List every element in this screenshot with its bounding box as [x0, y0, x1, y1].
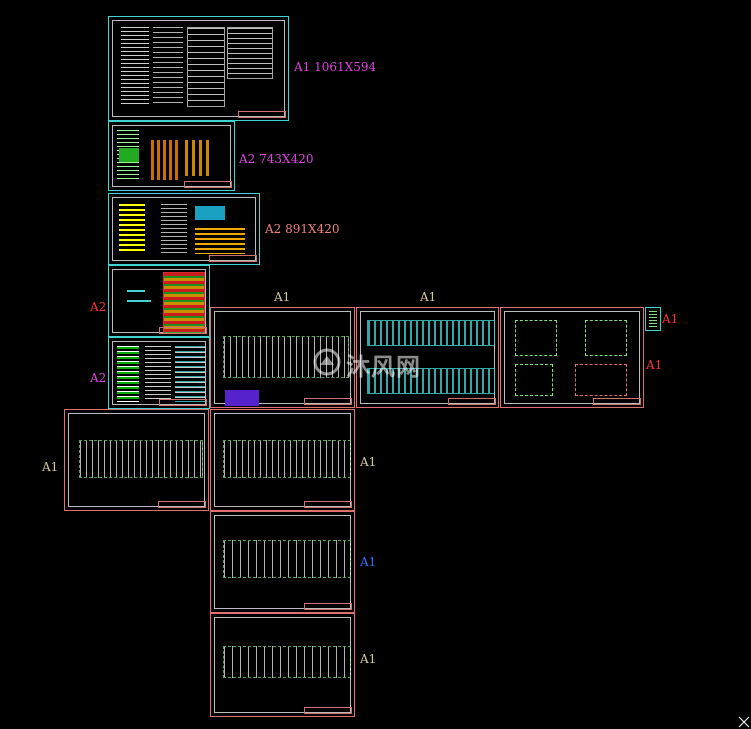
section-drawing — [585, 320, 627, 356]
title-block — [593, 398, 641, 405]
sheet-size-label: A1 — [360, 652, 377, 666]
sheet-size-label: A1 — [420, 290, 437, 304]
sheet-size-label: A2 — [90, 371, 107, 385]
sheet-inner-frame — [360, 311, 495, 404]
color-legend-block — [163, 272, 205, 334]
sheet-inner-frame — [214, 515, 351, 609]
color-legend-block — [195, 206, 225, 220]
table-block — [187, 27, 225, 107]
sheet-size-label: A2 — [90, 300, 107, 314]
sheet-inner-frame — [112, 20, 285, 117]
drawing-sheet-5[interactable] — [108, 337, 210, 409]
drawing-sheet-4[interactable] — [108, 265, 210, 337]
title-block — [209, 255, 257, 262]
drawing-sheet-6[interactable] — [210, 307, 355, 408]
sheet-size-label: A1 1061X594 — [294, 60, 377, 74]
title-block — [304, 707, 352, 714]
drawing-sheet-2[interactable] — [108, 121, 235, 191]
title-block — [184, 181, 232, 188]
sheet-size-label: A1 — [360, 455, 377, 469]
table-block — [195, 228, 245, 254]
drawing-sheet-11[interactable] — [210, 409, 355, 511]
sheet-inner-frame — [214, 413, 351, 507]
drawing-sheet-12[interactable] — [210, 511, 355, 613]
title-block — [159, 327, 207, 334]
sheet-size-label: A2 743X420 — [239, 152, 314, 166]
sheet-size-label: A2 891X420 — [265, 222, 340, 236]
title-block — [448, 398, 496, 405]
table-block — [227, 27, 273, 79]
floor-plan — [223, 540, 351, 578]
text-notes-block — [117, 346, 139, 402]
title-block — [304, 603, 352, 610]
watermark-text: 沐风网 — [346, 353, 421, 381]
legend-block — [225, 390, 259, 406]
floor-plan — [223, 646, 351, 678]
sheet-inner-frame — [68, 413, 205, 507]
sheet-inner-frame — [214, 311, 351, 406]
floor-plan — [79, 440, 203, 478]
sheet-inner-frame — [214, 617, 351, 713]
text-notes-block — [119, 204, 145, 252]
text-notes-block — [175, 346, 205, 402]
title-block — [158, 501, 206, 508]
text-notes-block — [145, 346, 171, 402]
title-block — [304, 501, 352, 508]
elevation-drawing — [367, 368, 495, 394]
elevation-drawing — [367, 320, 495, 346]
drawing-sheet-9[interactable] — [645, 307, 661, 331]
watermark-logo-icon — [313, 348, 341, 376]
sheet-inner-frame — [112, 341, 206, 405]
floor-plan — [223, 336, 349, 378]
text-notes-block — [153, 27, 183, 107]
detail-block — [151, 140, 181, 180]
sheet-inner-frame — [112, 197, 256, 261]
sheet-inner-frame — [504, 311, 640, 404]
text-notes-block — [161, 204, 187, 254]
mini-drawing — [649, 311, 657, 327]
text-notes-block — [121, 27, 149, 107]
legend-symbol — [127, 290, 145, 292]
drawing-sheet-7[interactable] — [356, 307, 499, 408]
sheet-size-label: A1 — [360, 555, 377, 569]
drawing-sheet-3[interactable] — [108, 193, 260, 265]
detail-block — [185, 140, 211, 176]
sheet-size-label: A1 — [274, 290, 291, 304]
drawing-sheet-10[interactable] — [64, 409, 209, 511]
sheet-inner-frame — [112, 125, 231, 187]
drawing-sheet-13[interactable] — [210, 613, 355, 717]
title-block — [159, 399, 207, 406]
title-block — [304, 398, 352, 405]
sheet-size-label: A1 — [42, 460, 59, 474]
watermark: 沐风网 — [312, 345, 462, 381]
drawing-sheet-1[interactable] — [108, 16, 289, 121]
color-legend-block — [119, 148, 139, 162]
drawing-sheet-8[interactable] — [500, 307, 644, 408]
legend-symbol — [127, 300, 151, 302]
section-drawing — [515, 320, 557, 356]
sheet-inner-frame — [112, 269, 206, 334]
floor-plan — [223, 440, 351, 478]
sheet-size-label: A1 — [662, 312, 679, 326]
corner-ucs-icon — [738, 716, 750, 728]
title-block — [238, 111, 286, 118]
sheet-size-label: A1 — [646, 358, 663, 372]
detail-drawing — [515, 364, 553, 396]
detail-drawing — [575, 364, 627, 396]
